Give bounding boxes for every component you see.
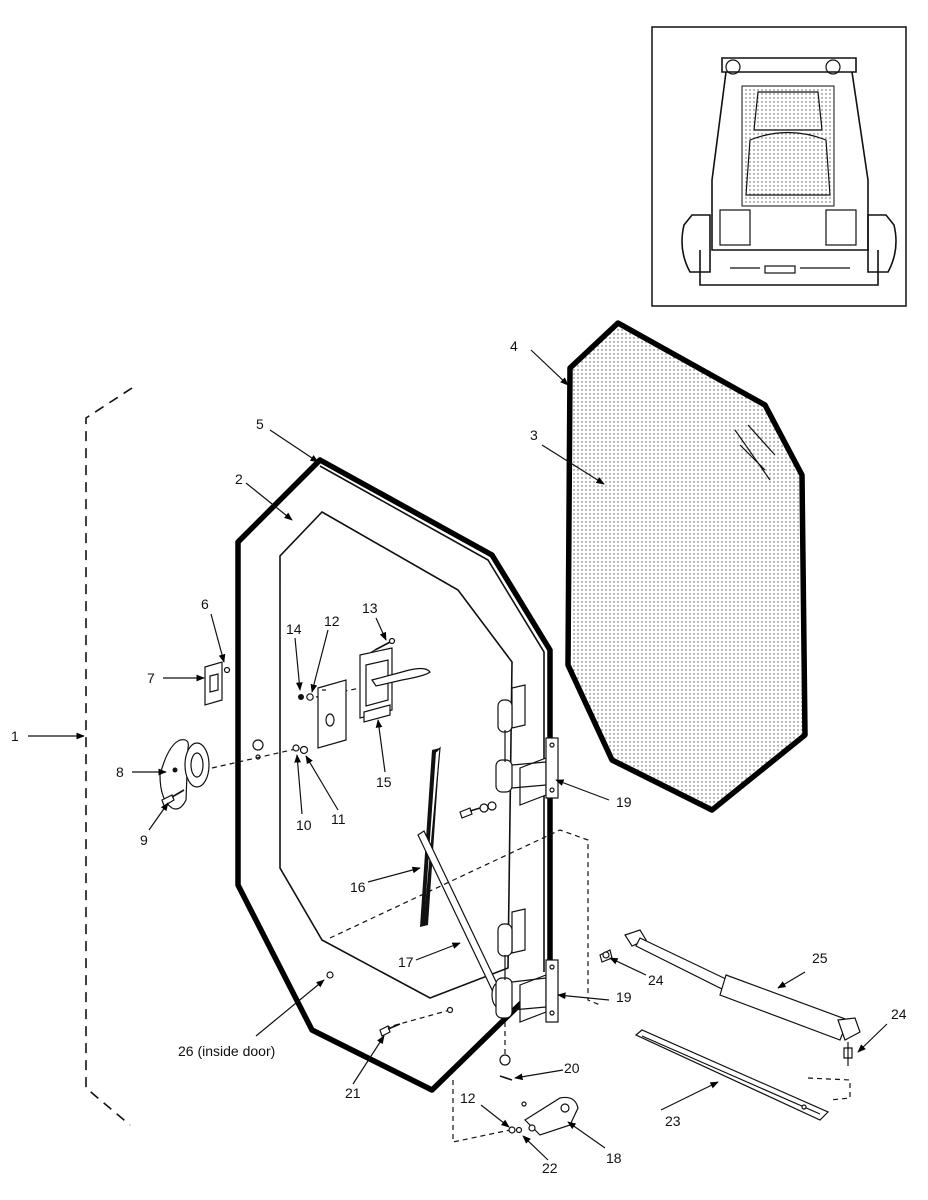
callout-26: 26 (inside door) xyxy=(178,1043,275,1059)
hinge-washer xyxy=(499,1054,511,1066)
callout-18: 18 xyxy=(606,1150,622,1166)
callout-19-lower: 19 xyxy=(616,989,632,1005)
door-inner-opening xyxy=(279,510,513,999)
striker-plate xyxy=(204,661,231,706)
callout-15: 15 xyxy=(376,774,392,790)
guide-line-bolt xyxy=(384,1009,451,1029)
bolt-hole xyxy=(446,1006,454,1014)
washer-12 xyxy=(306,693,314,701)
door-seal-outline xyxy=(235,457,553,1093)
callout-23: 23 xyxy=(665,1113,681,1129)
handle-axis-line xyxy=(211,747,301,769)
callout-labels: 1 2 3 4 5 6 7 8 9 10 11 12 12 13 14 15 1… xyxy=(11,338,907,1176)
callout-6: 6 xyxy=(201,596,209,612)
callout-2: 2 xyxy=(235,471,243,487)
wiper-blade xyxy=(420,746,441,927)
hinge-lower xyxy=(495,908,559,1023)
wiper-arm xyxy=(417,830,505,1008)
guide-line-strut xyxy=(807,1077,851,1101)
nut-14 xyxy=(298,694,304,700)
door-frame-edge xyxy=(319,465,545,972)
callout-25: 25 xyxy=(812,950,828,966)
gas-strut xyxy=(624,929,861,1041)
callout-12-upper: 12 xyxy=(324,613,340,629)
hinge-upper xyxy=(495,684,559,806)
guide-line-upper xyxy=(329,829,601,1006)
callout-leaders xyxy=(28,349,888,1161)
latch-screw xyxy=(374,640,393,651)
assembly-bracket xyxy=(85,387,133,1126)
callout-3: 3 xyxy=(530,427,538,443)
callout-24-right: 24 xyxy=(891,1006,907,1022)
outside-handle xyxy=(159,739,264,810)
callout-1: 1 xyxy=(11,728,19,744)
window-glass xyxy=(565,320,808,813)
strut-fitting-right xyxy=(843,1042,853,1066)
latch-assembly xyxy=(359,647,431,723)
strut-fitting-left xyxy=(599,949,613,963)
callout-5: 5 xyxy=(256,416,264,432)
washer-22 xyxy=(508,1126,516,1134)
hinge-bolt xyxy=(459,801,497,819)
drain-hole xyxy=(326,971,334,979)
callout-17: 17 xyxy=(398,954,414,970)
mounting-bolt xyxy=(379,1023,401,1037)
glass-glare xyxy=(734,424,776,481)
callout-8: 8 xyxy=(116,764,124,780)
callout-7: 7 xyxy=(147,670,155,686)
nut-11 xyxy=(299,745,309,755)
callout-22: 22 xyxy=(542,1160,558,1176)
callout-10: 10 xyxy=(296,817,312,833)
callout-12-lower: 12 xyxy=(460,1090,476,1106)
guide-line-bracket xyxy=(452,1080,511,1143)
callout-21: 21 xyxy=(345,1085,361,1101)
callout-24-left: 24 xyxy=(648,972,664,988)
cotter-pin xyxy=(499,1075,513,1081)
callout-19-upper: 19 xyxy=(616,794,632,810)
callout-14: 14 xyxy=(286,621,302,637)
callout-13: 13 xyxy=(362,600,378,616)
inset-locator-view xyxy=(651,26,907,307)
latch-plate xyxy=(317,679,347,749)
washer-10 xyxy=(292,744,300,752)
strut-bracket xyxy=(521,1096,579,1136)
mounting-rail xyxy=(634,1029,830,1121)
callout-16: 16 xyxy=(350,879,366,895)
callout-4: 4 xyxy=(510,338,518,354)
callout-20: 20 xyxy=(564,1060,580,1076)
nut-22 xyxy=(515,1126,523,1134)
callout-9: 9 xyxy=(140,832,148,848)
callout-11: 11 xyxy=(331,811,346,827)
